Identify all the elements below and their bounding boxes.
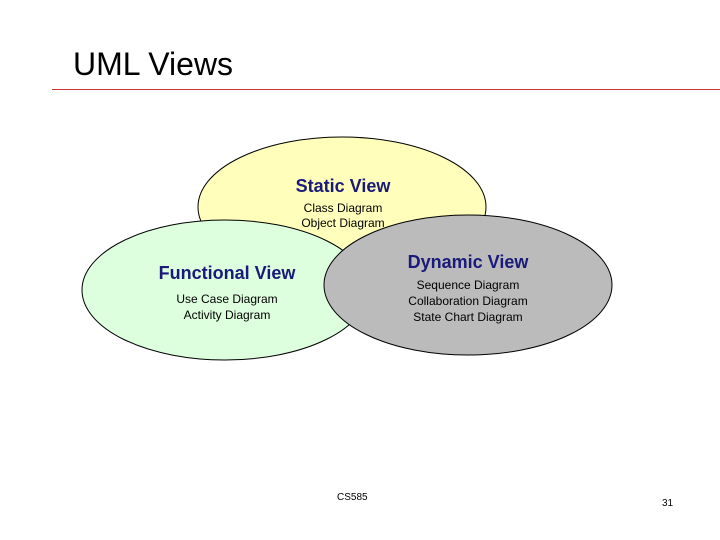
functional-view-heading: Functional View bbox=[159, 263, 297, 283]
footer-course-label: CS585 bbox=[337, 492, 368, 503]
dynamic-view-heading: Dynamic View bbox=[408, 252, 530, 272]
page-number: 31 bbox=[662, 498, 674, 509]
static-view-item: Class Diagram bbox=[304, 201, 383, 215]
dynamic-view-item: State Chart Diagram bbox=[413, 310, 522, 324]
dynamic-view-item: Collaboration Diagram bbox=[408, 294, 527, 308]
functional-view-item: Activity Diagram bbox=[184, 308, 271, 322]
functional-view-item: Use Case Diagram bbox=[176, 292, 277, 306]
static-view-heading: Static View bbox=[296, 176, 392, 196]
dynamic-view-ellipse bbox=[323, 214, 613, 356]
dynamic-view-item: Sequence Diagram bbox=[417, 278, 520, 292]
slide-title: UML Views bbox=[73, 46, 234, 82]
title-divider bbox=[52, 89, 720, 90]
static-view-item: Object Diagram bbox=[301, 216, 384, 230]
